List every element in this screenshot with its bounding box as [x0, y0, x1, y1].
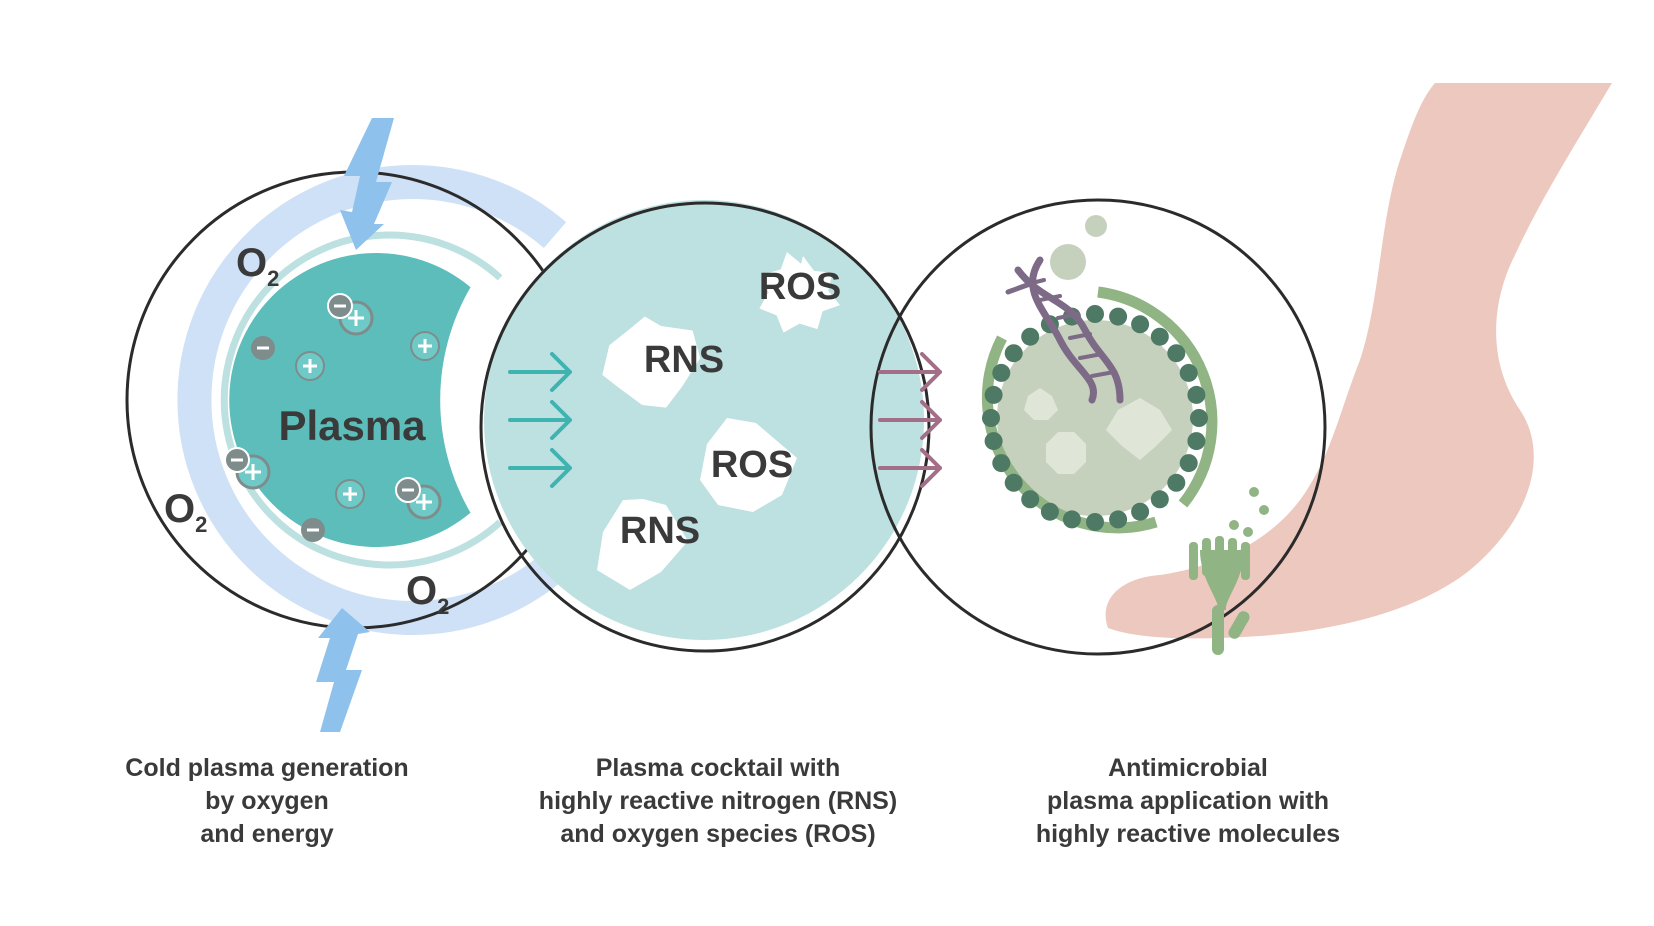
- right-arrow-icon: [508, 400, 572, 440]
- oxygen-molecule-label: O2: [236, 241, 279, 291]
- stage-3-antimicrobial: [869, 198, 1327, 656]
- negative-ion-icon: [251, 336, 275, 360]
- reactive-species-star: [700, 418, 797, 512]
- membrane-dot: [1021, 490, 1040, 509]
- positive-ion-icon: [335, 479, 365, 509]
- reactive-species-star: [597, 499, 688, 590]
- oxygen-molecule-label: O2: [406, 569, 449, 619]
- membrane-dot: [1062, 510, 1081, 529]
- right-arrow-icon: [878, 352, 942, 392]
- membrane-dot: [1179, 363, 1198, 382]
- positive-ion-icon: [410, 331, 440, 361]
- membrane-dot: [982, 409, 1000, 427]
- bubble: [1050, 244, 1086, 280]
- cell-body: [997, 320, 1193, 516]
- membrane-dot: [1187, 432, 1206, 451]
- right-arrow-icon: [878, 400, 942, 440]
- membrane-dot: [1150, 327, 1169, 346]
- membrane-dot: [1004, 344, 1023, 363]
- reactive-species-star: [602, 316, 701, 408]
- stage-1-caption: Cold plasma generation by oxygen and ene…: [125, 754, 409, 848]
- inner-star: [1024, 388, 1058, 420]
- stage-2-caption: Plasma cocktail with highly reactive nit…: [538, 754, 898, 848]
- inner-star: [1046, 432, 1086, 474]
- right-arrow-icon: [508, 352, 572, 392]
- ros-label: ROS: [759, 266, 841, 308]
- membrane-dot: [1086, 513, 1104, 531]
- right-arrow-icon: [878, 448, 942, 488]
- cell-membrane-dots: [982, 305, 1208, 531]
- membrane-dot: [1109, 307, 1128, 326]
- membrane-dot: [1004, 473, 1023, 492]
- rns-label: RNS: [644, 339, 724, 381]
- bubble: [1085, 215, 1107, 237]
- fungus-icon: [1189, 487, 1269, 655]
- membrane-dot: [992, 454, 1011, 473]
- membrane-dot: [1021, 327, 1040, 346]
- mauve-arrows: [878, 352, 942, 488]
- membrane-dot: [984, 432, 1003, 451]
- stage-2-plasma-cocktail: ROS RNS ROS RNS: [479, 200, 931, 653]
- membrane-dot: [1150, 490, 1169, 509]
- outer-energy-ring: [177, 165, 567, 635]
- inner-pale-ring: [220, 231, 503, 569]
- negative-ion-icon: [301, 518, 325, 542]
- lightning-bolt-icon: [340, 118, 394, 250]
- membrane-dot: [1040, 502, 1059, 521]
- membrane-dot: [1179, 454, 1198, 473]
- membrane-dot: [1131, 502, 1150, 521]
- membrane-dot: [1167, 344, 1186, 363]
- ion-pair-icon: [395, 477, 442, 520]
- stage-3-caption: Antimicrobial plasma application with hi…: [1035, 754, 1341, 848]
- lightning-bolt-icon: [316, 608, 370, 732]
- stage-3-outline: [869, 198, 1327, 656]
- membrane-dot: [1109, 510, 1128, 529]
- membrane-dot: [1187, 385, 1206, 404]
- dna-helix-icon: [1005, 256, 1124, 404]
- plasma-label: Plasma: [278, 402, 426, 449]
- stage-1-plasma-generation: O2 O2 O2 Plasma: [125, 118, 585, 732]
- ion-particles: [224, 293, 442, 542]
- ion-pair-icon: [224, 447, 271, 490]
- membrane-dot: [1167, 473, 1186, 492]
- ros-label: ROS: [711, 444, 793, 486]
- right-arrow-icon: [508, 448, 572, 488]
- inner-star: [1106, 398, 1172, 460]
- rns-label: RNS: [620, 510, 700, 552]
- cell-wall-arc: [1097, 286, 1218, 508]
- positive-ion-icon: [295, 351, 325, 381]
- oxygen-molecule-label: O2: [164, 487, 207, 537]
- membrane-dot: [1131, 315, 1150, 334]
- membrane-dot: [1190, 409, 1208, 427]
- stage-2-outline: [479, 201, 931, 653]
- membrane-dot: [1086, 305, 1104, 323]
- ion-pair-icon: [327, 293, 374, 336]
- microbe-cell: [981, 286, 1218, 534]
- foot-illustration: [1105, 83, 1612, 639]
- teal-arrows: [508, 352, 572, 488]
- membrane-dot: [992, 363, 1011, 382]
- plasma-disc: [229, 253, 471, 547]
- membrane-dot: [984, 385, 1003, 404]
- reactive-species-star: [759, 252, 840, 333]
